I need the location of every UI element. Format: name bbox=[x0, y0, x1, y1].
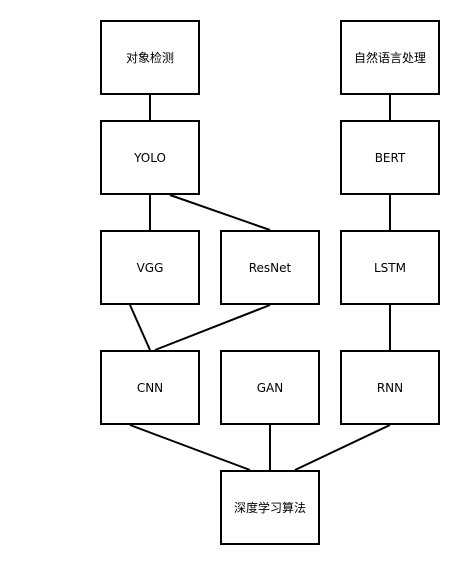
edge-resnet-to-cnn bbox=[154, 304, 271, 351]
edge-yolo-to-resnet bbox=[169, 194, 271, 231]
node-label: GAN bbox=[256, 380, 284, 395]
node-vgg: VGG bbox=[100, 230, 200, 305]
node-label: ResNet bbox=[248, 260, 292, 275]
node-deep-learning: 深度学习算法 bbox=[220, 470, 320, 545]
edge-rnn-to-deep-learning bbox=[294, 424, 391, 471]
edge-vgg-to-cnn bbox=[129, 304, 151, 351]
node-label: 自然语言处理 bbox=[353, 51, 426, 65]
node-label: BERT bbox=[374, 150, 406, 165]
node-label: 深度学习算法 bbox=[233, 501, 306, 515]
node-bert: BERT bbox=[340, 120, 440, 195]
node-gan: GAN bbox=[220, 350, 320, 425]
node-label: YOLO bbox=[134, 150, 166, 165]
node-lstm: LSTM bbox=[340, 230, 440, 305]
node-label: 对象检测 bbox=[125, 51, 174, 65]
edge-cnn-to-deep-learning bbox=[129, 424, 251, 471]
node-object-detection: 对象检测 bbox=[100, 20, 200, 95]
node-label: LSTM bbox=[374, 260, 406, 275]
node-rnn: RNN bbox=[340, 350, 440, 425]
node-label: CNN bbox=[136, 380, 164, 395]
node-yolo: YOLO bbox=[100, 120, 200, 195]
node-resnet: ResNet bbox=[220, 230, 320, 305]
node-label: VGG bbox=[136, 260, 164, 275]
node-nlp: 自然语言处理 bbox=[340, 20, 440, 95]
node-cnn: CNN bbox=[100, 350, 200, 425]
node-label: RNN bbox=[376, 380, 404, 395]
